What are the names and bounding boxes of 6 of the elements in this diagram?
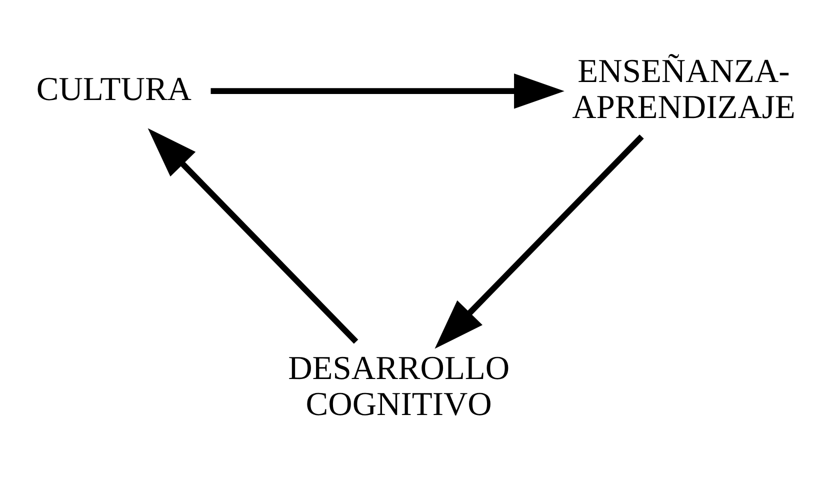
node-text: DESARROLLO COGNITIVO (288, 350, 510, 423)
node-text: CULTURA (36, 70, 192, 108)
node-text: ENSEÑANZA- APRENDIZAJE (572, 52, 796, 126)
arrow (210, 73, 564, 109)
arrow (148, 128, 358, 344)
arrow (434, 134, 644, 349)
